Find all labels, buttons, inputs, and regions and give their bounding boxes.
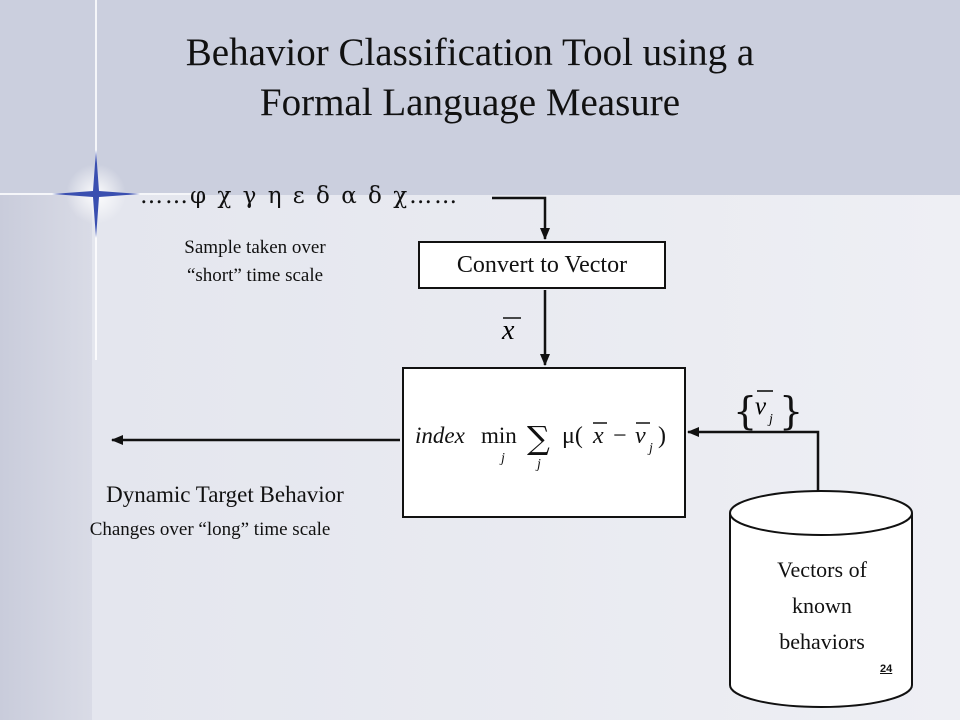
arrow-sequence-to-convert — [492, 196, 550, 240]
sample-caption-line-2: “short” time scale — [186, 265, 324, 286]
v-set-sub: j — [767, 412, 773, 427]
sample-caption-line-1: Sample taken over — [184, 237, 326, 258]
title-line-1: Behavior Classification Tool using a — [185, 31, 755, 74]
sparkle-decoration — [0, 0, 200, 360]
page-number: 24 — [880, 663, 893, 675]
title-band — [0, 0, 960, 195]
formula-close: ) — [658, 423, 666, 449]
formula-min: min — [481, 423, 517, 448]
v-set-label: { v j } — [733, 389, 803, 433]
sample-caption: Sample taken over “short” time scale — [150, 234, 360, 290]
symbol-sequence: ……φ χ γ η ε δ α δ χ…… — [140, 183, 460, 209]
svg-text:}: } — [779, 389, 803, 433]
title-line-2: Formal Language Measure — [259, 81, 681, 124]
formula-mu: μ( — [562, 423, 583, 449]
output-title: Dynamic Target Behavior — [106, 482, 344, 507]
formula-v: v — [635, 423, 646, 449]
v-set-var: v — [755, 393, 767, 420]
slide-title: Behavior Classification Tool using a For… — [60, 28, 880, 128]
x-bar-label: x — [501, 315, 521, 346]
formula-sum: ∑ — [527, 419, 550, 457]
database-label-line-1: Vectors of — [777, 557, 867, 582]
output-subtitle: Changes over “long” time scale — [89, 519, 331, 540]
classifier-formula: index min j ∑ j μ( x − v j ) — [415, 419, 666, 472]
classifier-box — [402, 367, 686, 518]
database-label-line-3: behaviors — [779, 629, 865, 654]
formula-min-sub: j — [499, 451, 505, 466]
formula-x: x — [592, 423, 604, 449]
x-bar-var: x — [501, 315, 515, 346]
star-icon — [52, 150, 140, 238]
arrow-database-to-classifier — [687, 427, 820, 512]
database-cylinder-icon — [729, 490, 913, 708]
formula-sum-sub: j — [535, 457, 541, 472]
convert-to-vector-box: Convert to Vector — [418, 241, 666, 289]
formula-minus: − — [613, 423, 627, 449]
svg-text:{: { — [733, 389, 757, 433]
formula-v-sub: j — [647, 441, 653, 456]
database-label-line-2: known — [792, 593, 852, 618]
formula-index: index — [415, 423, 466, 448]
left-decor-strip — [0, 195, 92, 720]
database-label: Vectors of known behaviors — [732, 552, 912, 660]
